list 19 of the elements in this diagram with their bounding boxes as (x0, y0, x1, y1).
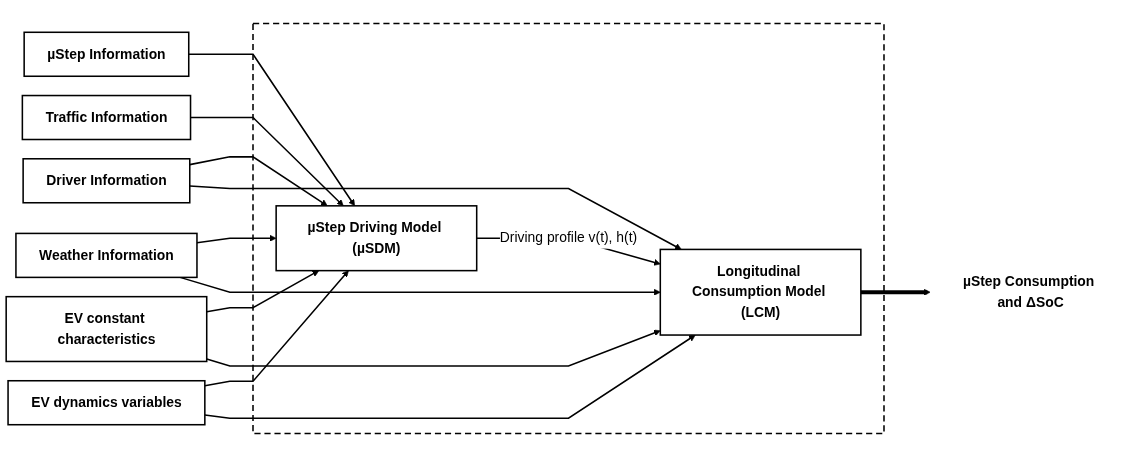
arrow (204, 334, 696, 419)
arrow (204, 270, 349, 387)
arrow (189, 116, 344, 207)
node-box: Driver Information (22, 158, 191, 204)
arrow (860, 288, 931, 296)
cluster (252, 22, 885, 435)
node-box: Longitudinal Consumption Model (LCM) (659, 248, 862, 336)
node-box: µStep Information (23, 31, 190, 77)
node-box: EV constant characteristics (5, 295, 208, 363)
arrow (196, 234, 277, 244)
node-box: Traffic Information (21, 94, 192, 141)
node-box: µStep Driving Model (µSDM) (275, 205, 478, 272)
node-text: µStep Consumption and ΔSoC (962, 273, 1095, 310)
arrow (189, 185, 682, 250)
node-box: Weather Information (15, 232, 198, 279)
arrow (189, 156, 328, 207)
node-box: EV dynamics variables (7, 380, 206, 426)
arrow (205, 329, 661, 367)
edge-label: Driving profile v(t), h(t) (499, 230, 638, 246)
